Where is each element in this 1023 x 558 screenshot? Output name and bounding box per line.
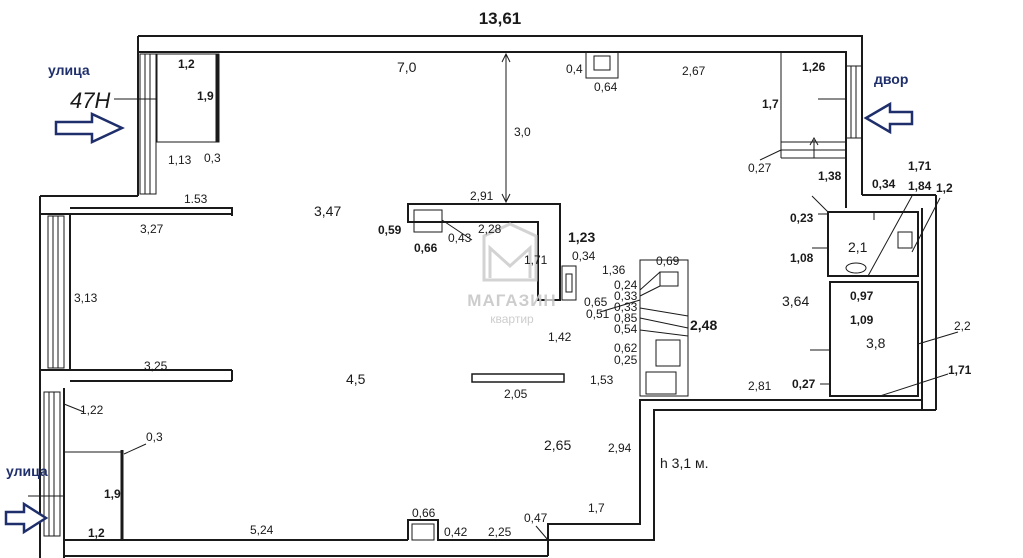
vestibule-bottom: [28, 403, 147, 540]
vestibule-top: [114, 53, 220, 143]
dim: 1,9: [197, 89, 214, 103]
dim: 0,59: [378, 223, 402, 237]
dim: 0,66: [414, 241, 438, 255]
dim: 0,66: [412, 506, 436, 520]
partition-mid: [599, 259, 689, 397]
total-width-label: 13,61: [479, 9, 522, 28]
arrow-street-bottom: [4, 501, 49, 535]
dim: 2,94: [608, 441, 632, 455]
label-street-top: улица: [48, 62, 90, 78]
leader-0-47: [535, 525, 549, 541]
dim: 1,71: [524, 253, 548, 267]
arrow-street-top: [54, 112, 125, 144]
dim: 0,27: [792, 377, 816, 391]
dim: 0,3: [146, 430, 163, 444]
dim: 0,3: [204, 151, 221, 165]
watermark-logo: МАГАЗИН квартир: [467, 222, 556, 326]
dim: 0,65: [584, 295, 608, 309]
dim: 0,51: [586, 307, 610, 321]
dim: 2,05: [504, 387, 528, 401]
dim: 1,08: [790, 251, 814, 265]
dim: 1,26: [802, 60, 826, 74]
dim: 3,0: [514, 125, 531, 139]
dim: 0,23: [790, 211, 814, 225]
dim: 0,25: [614, 353, 638, 367]
dim: 1,2: [88, 526, 105, 540]
dim: 0,62: [614, 341, 638, 355]
window-street-top: [139, 53, 157, 195]
dim: 2,67: [682, 64, 706, 78]
dim: 3,27: [140, 222, 164, 236]
dim: 1,2: [178, 57, 195, 71]
bar-2-05: [471, 373, 565, 383]
watermark-subtitle: квартир: [490, 312, 534, 326]
arrow-yard: [863, 101, 914, 135]
dim: 3,13: [74, 291, 98, 305]
dim: 0,24: [614, 278, 638, 292]
dim: 1,13: [168, 153, 192, 167]
dim: 1,09: [850, 313, 874, 327]
dim: 0,97: [850, 289, 874, 303]
dim: 0,43: [448, 231, 472, 245]
dim: 1,38: [818, 169, 842, 183]
outer-walls: [39, 35, 937, 558]
dim: 1,22: [80, 403, 104, 417]
dim: 0,85: [614, 311, 638, 325]
dim: 4,5: [346, 371, 366, 387]
dim: 5,24: [250, 523, 274, 537]
dim: 3,8: [866, 335, 886, 351]
dim: 2,81: [748, 379, 772, 393]
dim: 2,65: [544, 437, 571, 453]
dim: 2,28: [478, 222, 502, 236]
dim: 0,47: [524, 511, 548, 525]
dim: 2,25: [488, 525, 512, 539]
label-yard: двор: [874, 71, 908, 87]
bathroom-block: [810, 195, 959, 397]
dim: 2,1: [848, 239, 868, 255]
dim: 1,71: [948, 363, 972, 377]
dim: 2,91: [470, 189, 494, 203]
dimension-labels: 1,2 1,9 0,3 1,13 1.53 7,0 0,4 0,64 2,67 …: [74, 57, 972, 540]
dim: 7,0: [397, 59, 417, 75]
dim: 3,25: [144, 359, 168, 373]
column-bottom: [411, 523, 435, 541]
dim: 1,7: [762, 97, 779, 111]
dim: 1,2: [936, 181, 953, 195]
dim: 1,84: [908, 179, 932, 193]
dim: 3,64: [782, 293, 809, 309]
stair-area: [759, 52, 846, 161]
dim: 1,71: [908, 159, 932, 173]
watermark-title: МАГАЗИН: [467, 291, 556, 310]
dim: 1.53: [184, 192, 208, 206]
dim: 0,33: [614, 300, 638, 314]
dim: 0,42: [444, 525, 468, 539]
dimension-3-0: [501, 52, 511, 204]
dim: 0,34: [572, 249, 596, 263]
label-house-number: 47Н: [70, 88, 110, 113]
dim: 0,33: [614, 289, 638, 303]
label-height: h 3,1 м.: [660, 455, 709, 471]
dim: 1,23: [568, 229, 595, 245]
window-left-middle: [47, 215, 65, 369]
dim: 0,54: [614, 322, 638, 336]
dim: 0,34: [872, 177, 896, 191]
dim: 3,47: [314, 203, 341, 219]
label-street-bottom: улица: [6, 463, 48, 479]
window-yard: [845, 65, 863, 139]
column-top: [585, 51, 619, 79]
dim: 1,36: [602, 263, 626, 277]
dim: 1,7: [588, 501, 605, 515]
dim: 0,64: [594, 80, 618, 94]
dim: 1,42: [548, 330, 572, 344]
dim: 2,48: [690, 317, 717, 333]
window-street-bottom: [43, 391, 61, 537]
dim: 2,2: [954, 319, 971, 333]
dim: 1,53: [590, 373, 614, 387]
dim: 1,9: [104, 487, 121, 501]
dim: 0,4: [566, 62, 583, 76]
dim: 0,27: [748, 161, 772, 175]
dim: 0,69: [656, 254, 680, 268]
central-island: [407, 203, 577, 301]
